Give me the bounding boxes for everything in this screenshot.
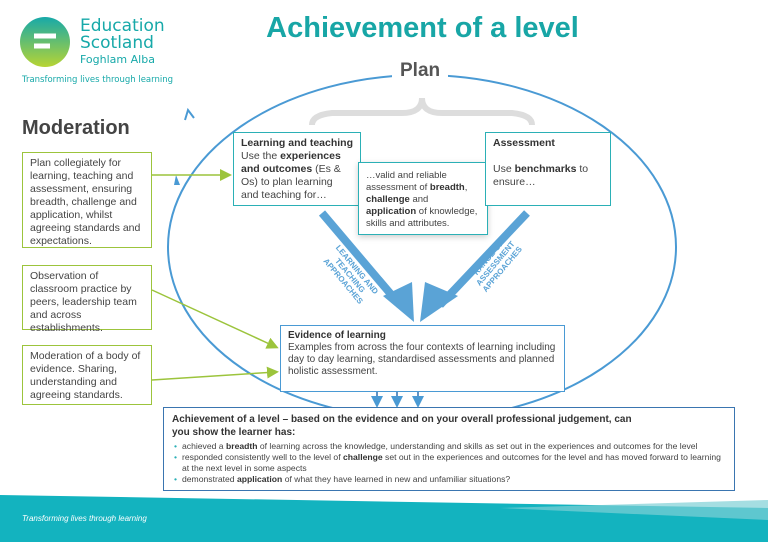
logo-text: Scotland xyxy=(80,33,154,53)
achievement-box: Achievement of a level – based on the ev… xyxy=(163,407,735,491)
assessment-criteria-box: …valid and reliable assessment of breadt… xyxy=(358,162,488,235)
assessment-heading: Assessment xyxy=(493,137,555,149)
list-item: responded consistently well to the level… xyxy=(174,452,726,474)
evidence-box: Evidence of learning Examples from acros… xyxy=(280,325,565,392)
assessment-box: Assessment Use benchmarks to ensure… xyxy=(485,132,611,206)
achievement-heading: Achievement of a level – based on the ev… xyxy=(172,414,632,438)
moderation-connectors xyxy=(151,169,279,381)
moderation-box-observation: Observation of classroom practice by pee… xyxy=(22,265,152,334)
achievement-list: achieved a breadth of learning across th… xyxy=(172,441,726,485)
evidence-heading: Evidence of learning xyxy=(288,330,386,341)
logo-mark xyxy=(20,17,70,67)
learning-teaching-heading: Learning and teaching xyxy=(241,137,354,149)
evidence-text: Examples from across the four contexts o… xyxy=(288,342,556,377)
approach-arrows xyxy=(318,210,530,322)
moderation-heading: Moderation xyxy=(22,117,130,139)
moderation-box-evidence: Moderation of a body of evidence. Sharin… xyxy=(22,345,152,405)
logo-text: Education xyxy=(80,16,165,36)
logo: Education Scotland Foghlam Alba xyxy=(80,18,165,67)
plan-brace xyxy=(309,97,535,126)
moderation-box-plan: Plan collegiately for learning, teaching… xyxy=(22,152,152,248)
page-title: Achievement of a level xyxy=(266,12,579,44)
learning-teaching-box: Learning and teaching Use the experience… xyxy=(233,132,361,206)
down-arrows xyxy=(371,392,424,408)
logo-subtext: Foghlam Alba xyxy=(80,53,155,66)
list-item: achieved a breadth of learning across th… xyxy=(174,441,726,452)
logo-tagline: Transforming lives through learning xyxy=(22,75,174,85)
plan-label: Plan xyxy=(392,60,449,82)
list-item: demonstrated application of what they ha… xyxy=(174,474,726,485)
footer-tagline: Transforming lives through learning xyxy=(22,514,147,523)
